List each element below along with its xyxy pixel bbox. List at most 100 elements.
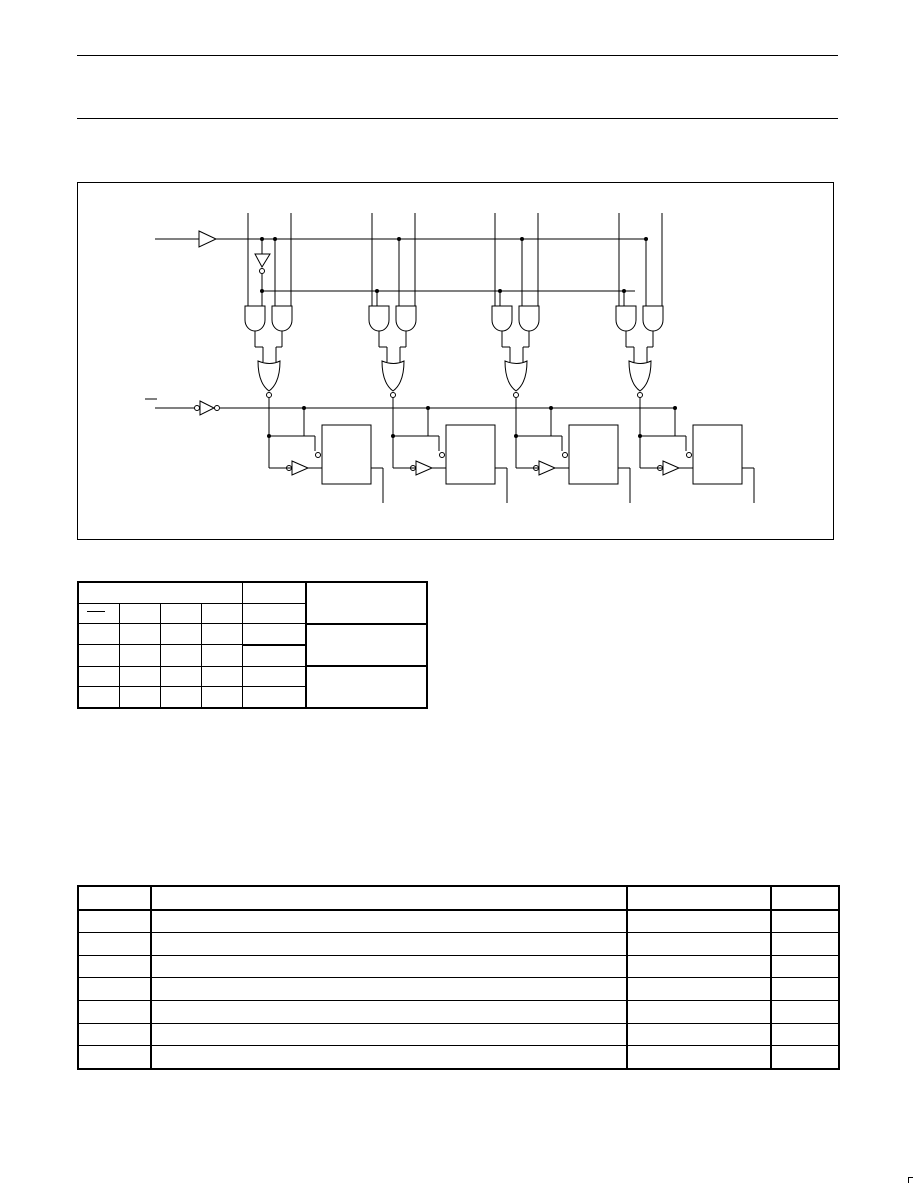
table-cell: [305, 581, 428, 625]
spec-table: [77, 885, 840, 1070]
table-cell: [626, 909, 772, 934]
table-cell: [77, 954, 152, 979]
inversion-bubble: [562, 452, 568, 458]
junction-dot: [375, 289, 379, 293]
table-cell: [242, 686, 307, 709]
table-cell: [150, 977, 628, 1002]
table-cell: [770, 932, 840, 956]
and-gate: [642, 305, 664, 332]
table-cell: [160, 644, 202, 667]
logic-diagram: [77, 182, 834, 540]
table-cell: [150, 1022, 628, 1047]
inversion-bubble: [513, 392, 519, 398]
inversion-bubble: [315, 452, 321, 458]
table-cell: [626, 977, 772, 1002]
flip-flop: [321, 424, 372, 485]
junction-dot: [520, 237, 524, 241]
table-cell: [77, 977, 152, 1002]
table-cell: [626, 1022, 772, 1047]
table-cell: [150, 909, 628, 934]
inversion-bubble: [390, 392, 396, 398]
or-gate: [257, 360, 281, 392]
inverter: [291, 460, 310, 476]
flip-flop: [568, 424, 619, 485]
header-top-rule: [77, 55, 838, 56]
table-cell: [160, 602, 202, 625]
and-gate: [271, 305, 293, 332]
table-cell: [77, 581, 243, 604]
table-cell: [305, 623, 428, 668]
table-cell: [770, 1045, 840, 1070]
table-cell: [160, 665, 202, 688]
table-cell: [160, 623, 202, 646]
and-gate: [491, 305, 513, 332]
table-cell: [150, 885, 628, 911]
table-cell: [770, 909, 840, 934]
table-cell: [770, 977, 840, 1002]
overbar-mark: [87, 611, 105, 613]
table-cell: [119, 686, 161, 709]
inverter: [415, 460, 434, 476]
table-cell: [770, 1022, 840, 1047]
table-cell: [77, 623, 120, 646]
diagram-frame: [77, 182, 834, 540]
table-cell: [77, 686, 120, 709]
table-cell: [770, 885, 840, 911]
table-cell: [626, 954, 772, 979]
table-cell: [626, 1000, 772, 1024]
table-cell: [201, 665, 243, 688]
flip-flop: [692, 424, 743, 485]
junction-dot: [644, 237, 648, 241]
select-inverter: [254, 253, 271, 269]
input-buffer-clock: [199, 400, 216, 416]
table-cell: [242, 623, 307, 646]
table-cell: [77, 665, 120, 688]
and-gate: [518, 305, 540, 332]
and-gate: [395, 305, 417, 332]
and-gate: [615, 305, 637, 332]
table-cell: [77, 1000, 152, 1024]
table-cell: [119, 623, 161, 646]
or-gate: [628, 360, 652, 392]
inverter: [538, 460, 557, 476]
table-cell: [242, 581, 307, 604]
header-bottom-rule: [77, 118, 838, 119]
table-cell: [160, 686, 202, 709]
table-cell: [119, 602, 161, 625]
junction-dot: [397, 237, 401, 241]
table-cell: [626, 932, 772, 956]
table-cell: [626, 1045, 772, 1070]
and-gate: [244, 305, 266, 332]
table-cell: [242, 665, 307, 688]
table-cell: [201, 623, 243, 646]
table-cell: [201, 602, 243, 625]
table-cell: [77, 885, 152, 911]
flip-flop: [445, 424, 496, 485]
table-cell: [201, 644, 243, 667]
table-cell: [150, 1045, 628, 1070]
table-cell: [150, 1000, 628, 1024]
table-cell: [77, 602, 120, 625]
table-cell: [770, 954, 840, 979]
or-gate: [504, 360, 528, 392]
and-gate: [368, 305, 390, 332]
junction-dot: [498, 289, 502, 293]
table-cell: [119, 665, 161, 688]
inverter: [662, 460, 681, 476]
table-cell: [77, 1045, 152, 1070]
table-cell: [201, 686, 243, 709]
table-cell: [77, 644, 120, 667]
crop-mark: [908, 1177, 913, 1183]
inversion-bubble: [637, 392, 643, 398]
or-gate: [381, 360, 405, 392]
inversion-bubble: [439, 452, 445, 458]
input-buffer-top: [198, 230, 218, 248]
table-cell: [77, 1022, 152, 1047]
table-cell: [770, 1000, 840, 1024]
table-cell: [242, 602, 307, 625]
table-cell: [242, 644, 307, 667]
table-cell: [77, 909, 152, 934]
junction-dot: [273, 237, 277, 241]
table-cell: [150, 932, 628, 956]
table-cell: [150, 954, 628, 979]
